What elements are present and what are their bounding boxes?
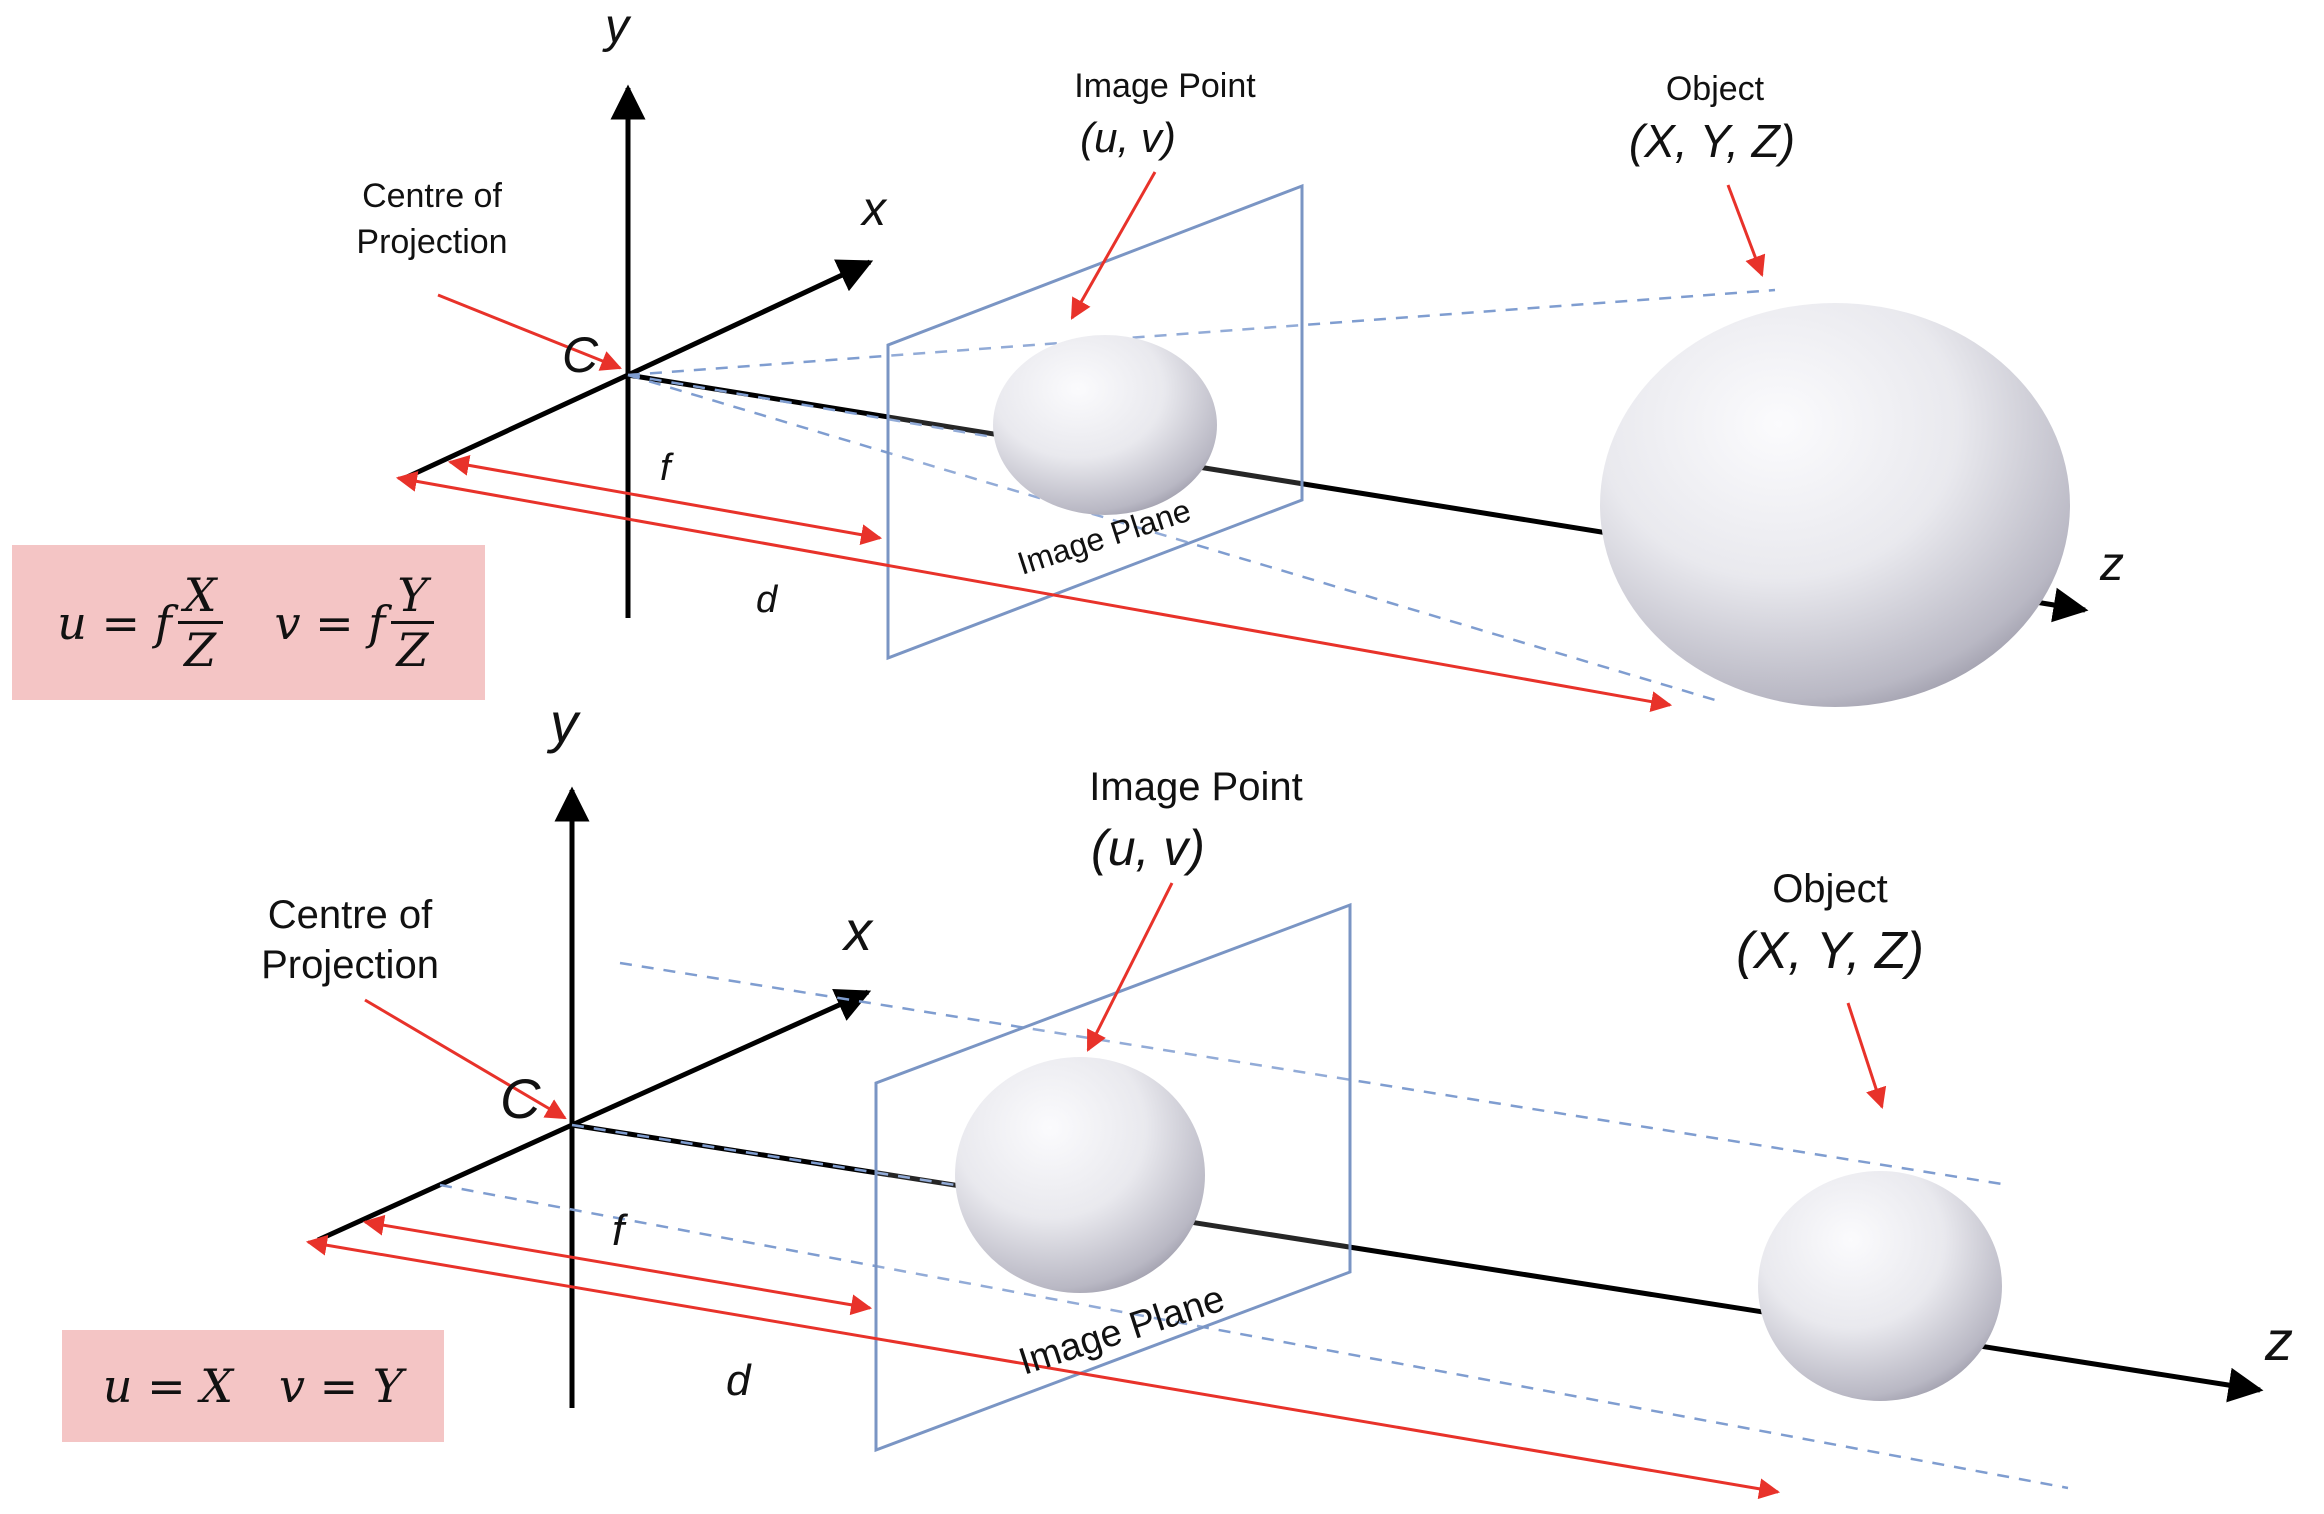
bottom-z-axis [571, 1122, 2264, 1403]
top-centre-point-label: C [562, 327, 599, 383]
top-image-point-callout-arrow [1070, 171, 1157, 320]
bottom-u-equation: u = X [102, 1359, 233, 1413]
bottom-d-arrow [305, 1234, 1781, 1500]
top-u-equation-lhs: u = f [57, 595, 172, 650]
top-u-denominator: Z [184, 623, 217, 677]
top-image-point-coords: (u, v) [1080, 114, 1176, 161]
top-f-label: f [660, 447, 674, 489]
bottom-y-axis-label: y [546, 691, 581, 754]
top-d-arrow [395, 470, 1673, 713]
top-image-egg [993, 335, 1217, 515]
top-y-axis-label: y [602, 0, 632, 53]
bottom-d-label: d [726, 1356, 752, 1405]
top-d-label: d [756, 579, 779, 621]
top-centre-callout-arrow [437, 293, 622, 371]
top-v-fraction: Y Z [391, 570, 434, 677]
bottom-z-axis-label: z [2264, 1309, 2293, 1372]
top-x-axis-neg [403, 372, 630, 481]
bottom-equation-box: u = X v = Y [62, 1330, 444, 1442]
bottom-centre-label-line2: Projection [261, 943, 439, 987]
bottom-centre-label-line1: Centre of [268, 893, 433, 937]
top-object-coords: (X, Y, Z) [1629, 115, 1795, 167]
top-projection-ray-upper [627, 288, 1776, 377]
top-equation-box: u = f X Z v = f Y Z [12, 545, 485, 700]
bottom-x-axis-neg [316, 1122, 574, 1243]
top-v-numerator: Y [391, 570, 434, 624]
top-u-numerator: X [177, 570, 223, 624]
bottom-panel: y x z Centre of Projection C Image Point… [261, 691, 2293, 1500]
top-u-fraction: X Z [177, 570, 223, 677]
bottom-centre-point-label: C [500, 1067, 541, 1130]
bottom-centre-callout-arrow [364, 998, 567, 1120]
bottom-image-point-label: Image Point [1089, 765, 1302, 809]
bottom-object-egg [1758, 1171, 2002, 1401]
top-object-callout-arrow [1726, 184, 1766, 277]
bottom-image-point-callout-arrow [1086, 882, 1174, 1052]
top-object-label: Object [1666, 70, 1765, 108]
bottom-object-callout-arrow [1846, 1002, 1887, 1109]
bottom-v-equation: v = Y [279, 1359, 404, 1413]
bottom-x-axis-label: x [841, 899, 874, 962]
top-panel: y x z Centre of Projection C Image Point… [356, 0, 2124, 713]
bottom-projection-ray-upper [619, 961, 2009, 1187]
bottom-projection-ray-mid [571, 1123, 1001, 1194]
bottom-image-point-coords: (u, v) [1091, 820, 1205, 876]
bottom-object-coords: (X, Y, Z) [1736, 922, 1924, 980]
bottom-object-label: Object [1772, 867, 1888, 911]
bottom-x-axis [570, 988, 872, 1128]
bottom-equation: u = X v = Y [103, 1359, 403, 1413]
top-v-equation-lhs: v = f [274, 595, 386, 650]
top-centre-label-line2: Projection [356, 223, 507, 261]
top-object-egg [1600, 303, 2070, 707]
top-equation: u = f X Z v = f Y Z [57, 570, 439, 677]
top-x-axis [626, 259, 874, 378]
top-image-point-label: Image Point [1074, 67, 1256, 105]
bottom-image-egg [955, 1057, 1205, 1293]
top-x-axis-label: x [860, 183, 888, 236]
top-centre-label-line1: Centre of [362, 177, 502, 215]
top-z-axis-label: z [2099, 538, 2124, 591]
bottom-f-label: f [612, 1206, 629, 1255]
top-v-denominator: Z [396, 623, 429, 677]
